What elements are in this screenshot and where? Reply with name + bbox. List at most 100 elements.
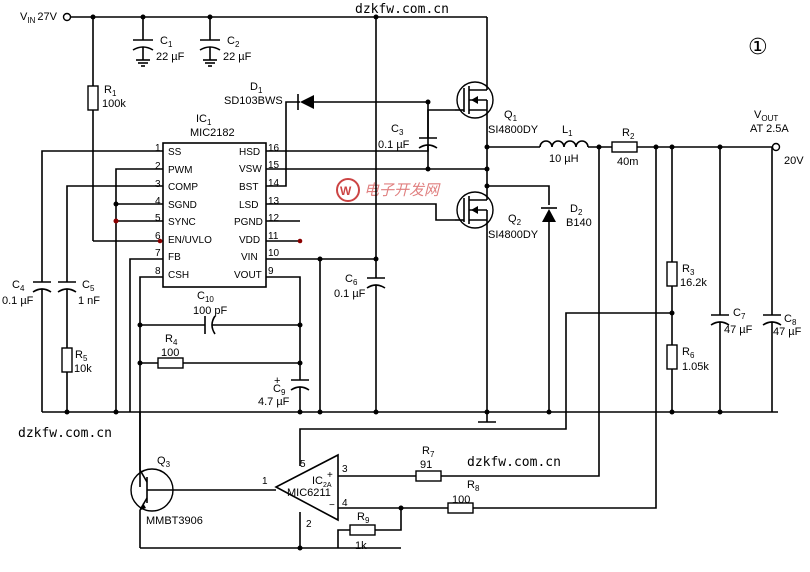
- svg-text:B140: B140: [566, 217, 592, 229]
- svg-text:C2: C2: [227, 35, 240, 49]
- svg-text:0.1 µF: 0.1 µF: [378, 139, 410, 151]
- svg-text:7: 7: [155, 248, 161, 259]
- svg-text:R5: R5: [75, 349, 88, 363]
- svg-text:47 µF: 47 µF: [724, 324, 753, 336]
- capacitor-c9: + C9 4.7 µF: [258, 363, 310, 412]
- resistor-r7: R7 91: [338, 147, 600, 482]
- svg-text:47 µF: 47 µF: [773, 326, 802, 338]
- mosfet-q1: Q1 SI4800DY: [455, 17, 539, 169]
- svg-text:4.7 µF: 4.7 µF: [258, 396, 290, 408]
- watermark-logo-text: 电子开发网: [364, 181, 441, 199]
- svg-text:4: 4: [155, 196, 161, 207]
- svg-text:1: 1: [262, 476, 268, 487]
- svg-text:C1: C1: [160, 35, 173, 49]
- svg-text:11: 11: [268, 231, 279, 242]
- svg-text:Q3: Q3: [157, 455, 171, 469]
- watermark-left: dzkfw.com.cn: [18, 426, 112, 441]
- svg-text:22 µF: 22 µF: [156, 51, 185, 63]
- svg-text:100 pF: 100 pF: [193, 305, 228, 317]
- svg-text:VOUT: VOUT: [234, 270, 262, 281]
- resistor-r4: R4 100: [140, 333, 300, 369]
- svg-text:VSW: VSW: [239, 164, 262, 175]
- svg-text:−: −: [329, 500, 335, 511]
- capacitor-c2: C2 22 µF: [199, 17, 252, 67]
- ic1-mic2182: IC1 MIC2182: [162, 113, 267, 288]
- vin-terminal: [62, 12, 72, 22]
- svg-text:C6: C6: [345, 273, 358, 287]
- wire-bst: [266, 101, 300, 187]
- svg-text:6: 6: [155, 231, 161, 242]
- svg-text:R3: R3: [682, 263, 695, 277]
- resistor-r2: R2 40m: [611, 127, 772, 168]
- svg-text:22 µF: 22 µF: [223, 51, 252, 63]
- svg-text:4: 4: [342, 498, 348, 509]
- svg-text:SGND: SGND: [168, 200, 197, 211]
- capacitor-c8: C8 47 µF: [762, 147, 802, 412]
- svg-text:+: +: [327, 470, 333, 481]
- svg-text:VIN: VIN: [241, 252, 258, 263]
- inductor-l1: L1 10 µH: [487, 124, 612, 165]
- capacitor-c5: C5 1 nF: [57, 279, 100, 348]
- mosfet-q2: Q2 SI4800DY: [455, 169, 539, 412]
- resistor-r5: R5 10k: [61, 347, 92, 412]
- svg-text:CSH: CSH: [168, 270, 189, 281]
- svg-text:IC1: IC1: [196, 113, 212, 127]
- svg-text:2: 2: [155, 161, 161, 172]
- svg-text:14: 14: [268, 178, 280, 189]
- svg-text:3: 3: [155, 179, 161, 190]
- svg-text:8: 8: [155, 266, 161, 277]
- svg-text:1: 1: [155, 143, 161, 154]
- svg-text:C10: C10: [197, 290, 214, 304]
- transistor-q3: Q3 MMBT3906: [130, 412, 276, 548]
- watermark-bottom: dzkfw.com.cn: [467, 455, 561, 470]
- svg-text:COMP: COMP: [168, 182, 198, 193]
- capacitor-c7: C7 47 µF: [710, 147, 753, 412]
- svg-text:MMBT3906: MMBT3906: [146, 515, 203, 527]
- svg-text:SD103BWS: SD103BWS: [224, 95, 283, 107]
- svg-text:0.1 µF: 0.1 µF: [334, 288, 366, 300]
- diode-d1: D1 SD103BWS: [224, 81, 428, 110]
- svg-text:Q2: Q2: [508, 213, 522, 227]
- svg-text:10 µH: 10 µH: [549, 153, 579, 165]
- svg-text:1k: 1k: [355, 540, 367, 552]
- resistor-r8: R8 100: [338, 147, 657, 514]
- resistor-r1: R1 100k: [87, 17, 163, 242]
- svg-text:C8: C8: [784, 313, 797, 327]
- svg-text:12: 12: [268, 213, 280, 224]
- svg-text:100: 100: [161, 347, 179, 359]
- svg-text:10k: 10k: [74, 363, 92, 375]
- svg-text:0.1 µF: 0.1 µF: [2, 295, 34, 307]
- svg-text:VDD: VDD: [239, 235, 260, 246]
- svg-text:5: 5: [300, 459, 306, 470]
- vout-voltage: 20V: [784, 155, 804, 167]
- svg-text:91: 91: [420, 459, 432, 471]
- capacitor-c6: C6 0.1 µF: [334, 17, 386, 412]
- svg-text:R2: R2: [622, 127, 635, 141]
- svg-text:R1: R1: [104, 84, 117, 98]
- svg-text:IC2A: IC2A: [312, 475, 332, 489]
- svg-text:PGND: PGND: [234, 217, 263, 228]
- svg-text:BST: BST: [239, 182, 258, 193]
- svg-text:15: 15: [268, 160, 280, 171]
- wire-lsd: [266, 203, 455, 221]
- vout-terminal: [771, 142, 781, 152]
- svg-text:FB: FB: [168, 252, 181, 263]
- svg-text:40m: 40m: [617, 156, 638, 168]
- vout-label: VOUT: [754, 109, 778, 123]
- svg-text:D1: D1: [250, 81, 263, 95]
- wire-comp: [66, 185, 163, 282]
- svg-text:3: 3: [342, 464, 348, 475]
- svg-text:C9: C9: [273, 383, 286, 397]
- svg-text:100: 100: [452, 494, 470, 506]
- svg-text:C7: C7: [733, 307, 746, 321]
- svg-text:EN/UVLO: EN/UVLO: [168, 235, 212, 246]
- svg-text:R4: R4: [165, 333, 178, 347]
- resistor-r6: R6 1.05k: [666, 344, 709, 412]
- svg-text:D2: D2: [570, 203, 583, 217]
- svg-text:LSD: LSD: [239, 200, 258, 211]
- svg-text:16: 16: [268, 143, 280, 154]
- svg-text:W: W: [340, 184, 352, 198]
